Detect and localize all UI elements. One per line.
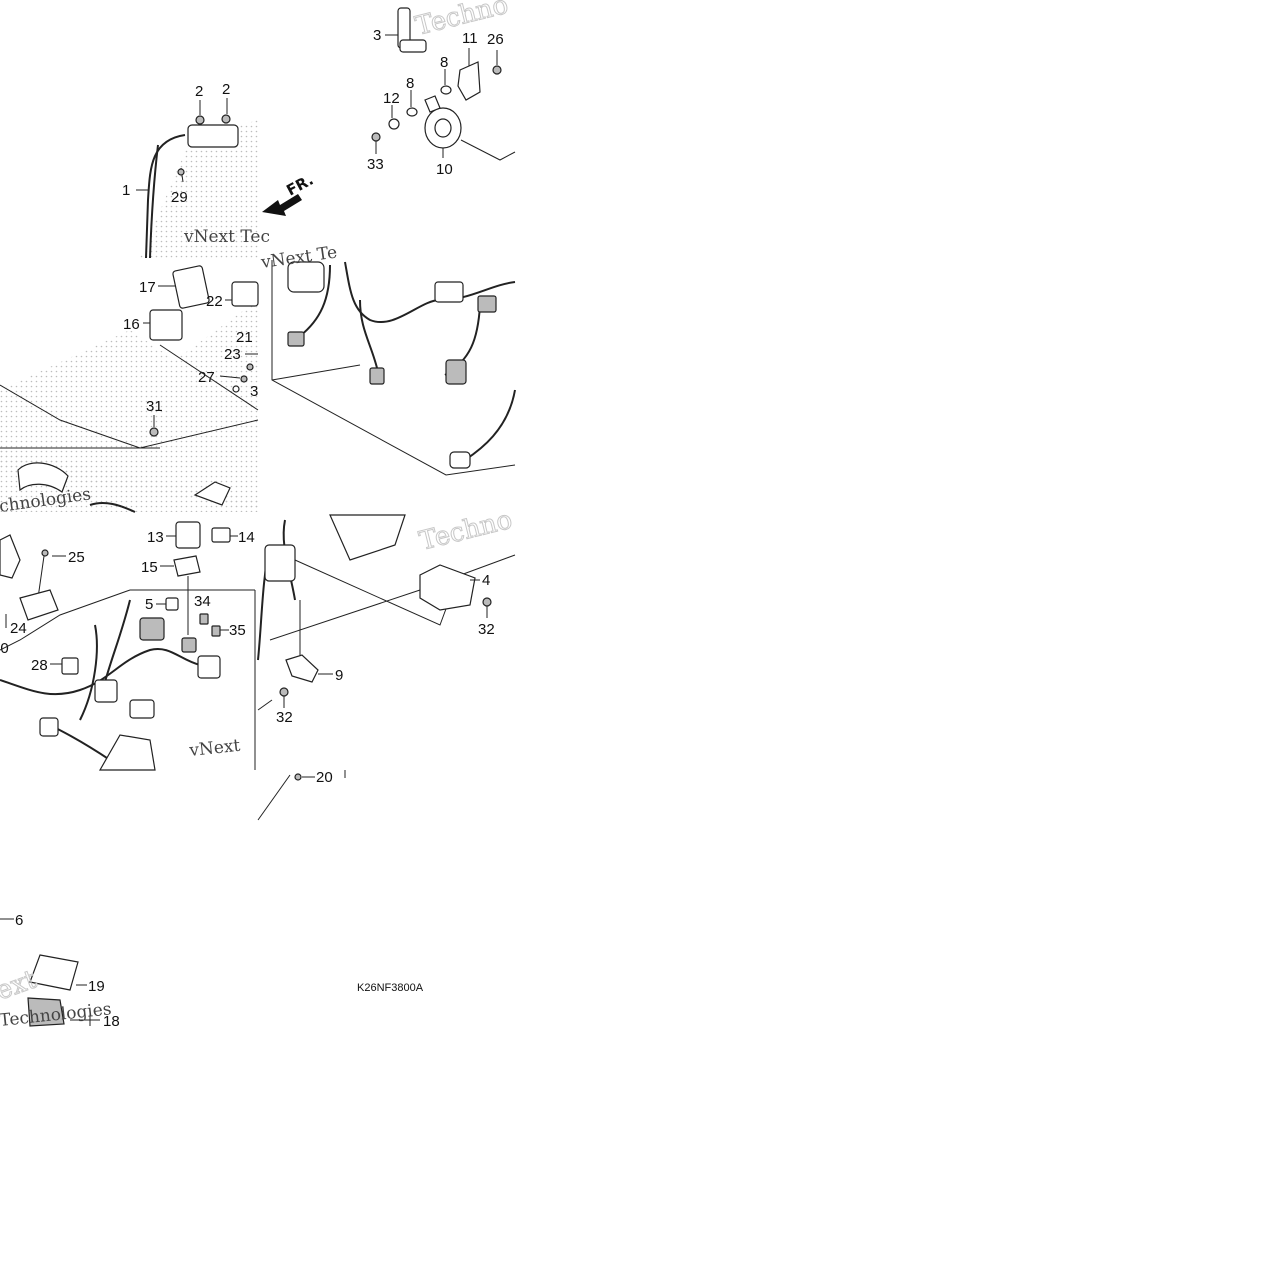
label-15: 15	[141, 559, 158, 576]
starter-relay	[187, 124, 239, 148]
shading	[0, 120, 258, 512]
collar-12	[388, 118, 400, 130]
label-20: 20	[316, 769, 333, 786]
label-14: 14	[238, 529, 255, 546]
label-32a: 32	[478, 621, 495, 638]
label-3b: 3	[250, 383, 258, 400]
label-4: 4	[482, 572, 490, 589]
horn-bracket-11	[457, 61, 481, 101]
regulator-4	[419, 564, 476, 611]
label-13: 13	[147, 529, 164, 546]
nut-2b	[221, 114, 231, 124]
cable-1	[145, 134, 186, 259]
label-23: 23	[224, 346, 241, 363]
tile-bottom: 20 6 19 18 ext Technologies K26NF3800A	[0, 769, 424, 1031]
part-34	[199, 613, 209, 625]
label-8a: 8	[406, 75, 414, 92]
washer-8b	[440, 85, 452, 95]
sensor-9	[285, 654, 319, 683]
label-3: 3	[373, 27, 381, 44]
socket-22	[231, 281, 259, 307]
drawing-code: K26NF3800A	[357, 982, 424, 994]
label-9: 9	[335, 667, 343, 684]
relay-16	[149, 309, 183, 341]
watermark-7: vNext	[187, 736, 241, 761]
tile-middle-right: vNext Te	[259, 243, 516, 476]
part-18	[27, 997, 65, 1027]
wire-harness	[344, 261, 516, 323]
label-8b: 8	[440, 54, 448, 71]
label-24: 24	[10, 620, 27, 637]
label-30: 30	[0, 640, 9, 657]
part-13	[175, 521, 201, 549]
bolt-31	[149, 427, 159, 437]
label-1: 1	[122, 182, 130, 199]
label-32b: 32	[276, 709, 293, 726]
label-25: 25	[68, 549, 85, 566]
label-21: 21	[236, 329, 253, 346]
label-17: 17	[139, 279, 156, 296]
part-15	[173, 555, 201, 577]
main-harness	[0, 648, 201, 696]
front-arrow-icon	[262, 194, 302, 216]
relay-17	[172, 265, 210, 309]
watermark-4: Techno	[416, 505, 515, 557]
bolt-32b	[279, 687, 289, 697]
label-29: 29	[171, 189, 188, 206]
part-28	[61, 657, 79, 675]
label-19: 19	[88, 978, 105, 995]
front-arrow-label: FR.	[283, 171, 316, 200]
part-5	[165, 597, 179, 611]
tile-top-left: 1 2 2 29 FR. vNext Tec	[122, 81, 316, 259]
washer-8a	[406, 107, 418, 117]
bolt-32a	[482, 597, 492, 607]
label-10: 10	[436, 161, 453, 178]
label-18: 18	[103, 1013, 120, 1030]
part-19	[29, 954, 79, 991]
label-6: 6	[15, 912, 23, 929]
label-2a: 2	[195, 83, 203, 100]
part-35	[211, 625, 221, 637]
label-16: 16	[123, 316, 140, 333]
tile-lower-right: Techno 4 32 9 32	[257, 504, 516, 726]
label-11: 11	[462, 30, 478, 47]
label-31: 31	[146, 398, 163, 415]
label-22: 22	[206, 293, 223, 310]
label-34: 34	[194, 593, 211, 610]
nut-26	[492, 65, 502, 75]
label-33: 33	[367, 156, 384, 173]
label-5: 5	[145, 596, 153, 613]
tile-lower-left: 13 14 15 25 24 30 5 34 35 28	[0, 521, 256, 771]
part-14	[211, 527, 231, 543]
bolt-25	[41, 549, 49, 557]
label-12: 12	[383, 90, 400, 107]
tile-top-right: Techno 3 11 26 8 8 12 33 10	[367, 0, 516, 178]
watermark-1: vNext Tec	[183, 227, 270, 247]
bolt-29	[177, 168, 185, 176]
nut-2a	[195, 115, 205, 125]
label-35: 35	[229, 622, 246, 639]
watermark-6: Technologies	[0, 999, 112, 1031]
bolt-33	[371, 132, 381, 142]
label-28: 28	[31, 657, 48, 674]
label-26: 26	[487, 31, 504, 48]
label-2b: 2	[222, 81, 230, 98]
